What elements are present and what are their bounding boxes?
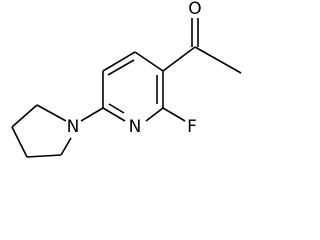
bond-pyrrolidine-cc-cd xyxy=(26,154,62,158)
bond-c6-n1 xyxy=(102,107,126,122)
atom-fluorine: F xyxy=(187,117,197,137)
atom-pyrrolidine-nitrogen: N xyxy=(67,117,80,137)
bond-c6-n1-inner xyxy=(108,103,125,114)
atom-ring-nitrogen: N xyxy=(129,117,142,137)
bond-c4-c5-inner xyxy=(107,59,135,76)
bond-pyrrolidine-cd-n xyxy=(60,137,72,156)
bond-c6-pyrrolidine-n xyxy=(80,107,104,122)
atom-oxygen: O xyxy=(188,0,201,19)
bond-c2-f xyxy=(162,107,186,122)
bond-carbonyl-to-methyl xyxy=(194,46,242,74)
bond-pyrrolidine-ca-cb xyxy=(11,104,38,128)
bond-c4-c5 xyxy=(102,51,136,72)
chemical-structure: O F N N xyxy=(11,0,242,158)
bond-n1-c2 xyxy=(145,107,164,122)
bond-ring-to-carbonyl xyxy=(162,46,196,72)
bond-c3-c4 xyxy=(134,51,164,72)
bond-pyrrolidine-cb-cc xyxy=(11,126,28,158)
bond-pyrrolidine-n-ca xyxy=(36,104,67,122)
